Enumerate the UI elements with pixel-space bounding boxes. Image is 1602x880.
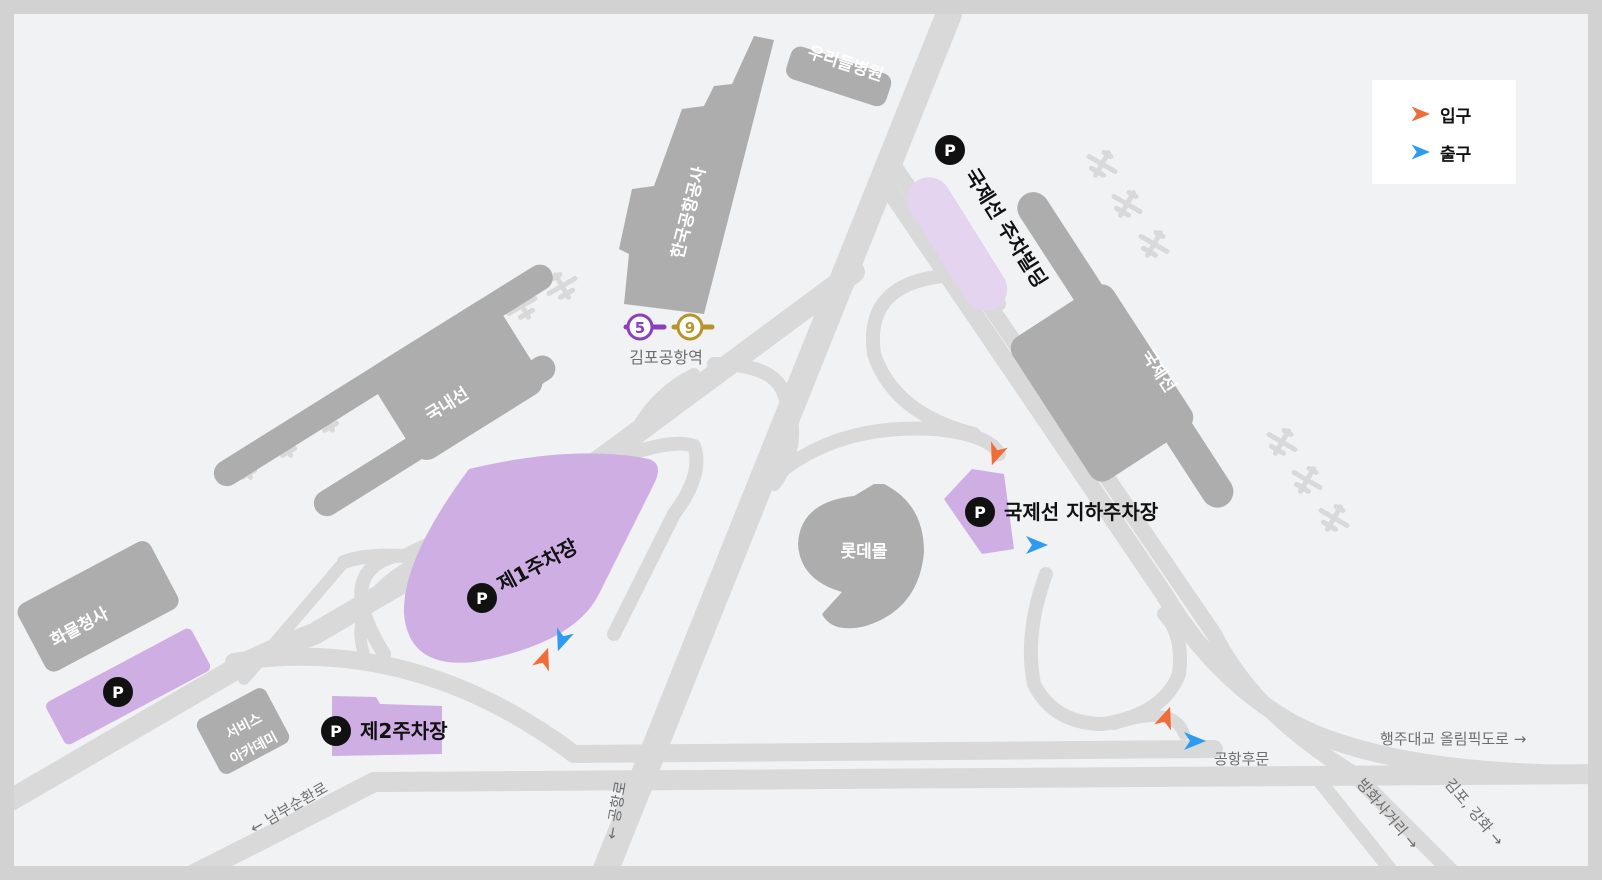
parking-lot-1[interactable] [403,453,658,663]
lotte-mall-label: 롯데몰 [841,542,888,562]
p-icon: P [965,497,995,527]
airplane-icon-group [225,145,1354,537]
parking-lot-2[interactable] [332,696,442,756]
airplane-icon [1083,145,1122,183]
exit-arrow-icon [1184,732,1206,750]
entrance-arrow-icon [532,647,550,672]
legend-exit: 출구 [1410,140,1472,165]
airport-map: 국내선 국제선 한국공항공사 우리들병원 화물청사 서비스 아카데미 롯데몰 [14,14,1588,866]
p-icon: P [935,135,965,165]
line9-badge: 9 [676,313,704,341]
station-label: 김포공항역 [629,348,703,367]
road-network [14,14,1588,866]
legend-entrance: 입구 [1410,102,1472,127]
svg-text:P: P [112,683,124,702]
kac-headquarters: 한국공항공사 [619,36,774,314]
entrance-arrow-icon [990,441,1008,466]
p-icon: P [321,716,351,746]
p-icon: P [467,583,497,613]
svg-text:5: 5 [635,319,645,337]
cargo-building: 화물청사 [17,541,179,672]
hospital: 우리들병원 [786,43,892,107]
svg-text:P: P [476,589,488,608]
parking-lot-2-label: 제2주차장 [360,719,448,743]
airplane-icon [1135,225,1174,263]
entrance-arrow-icon [1154,706,1172,731]
road-label-haengju: 행주대교 올림픽도로 → [1380,730,1526,748]
legend-exit-label: 출구 [1440,144,1472,165]
lotte-mall: 롯데몰 [798,484,924,629]
airplane-icon [1263,423,1302,461]
exit-arrow-icon [1411,144,1430,160]
parking-intl-building[interactable] [899,169,1016,320]
airplane-icon [1288,461,1327,499]
svg-text:P: P [944,141,956,160]
road-label-rear-gate: 공항후문 [1214,750,1269,768]
svg-text:P: P [330,722,342,741]
airplane-icon [1315,499,1354,537]
svg-text:P: P [974,503,986,522]
service-academy: 서비스 아카데미 [196,688,290,774]
legend-entrance-label: 입구 [1440,106,1472,127]
road-label-gimpo: 김포, 강화 → [1441,775,1508,849]
domestic-terminal: 국내선 [213,264,556,517]
exit-arrow-icon [556,627,574,652]
exit-arrow-icon [1026,536,1048,554]
entrance-arrow-icon [1411,106,1430,122]
svg-text:9: 9 [685,319,695,337]
line5-badge: 5 [626,313,654,341]
international-terminal: 국제선 [1010,192,1234,508]
airplane-icon [1108,185,1147,223]
gimpo-airport-station[interactable]: 5 9 김포공항역 [623,313,715,367]
parking-intl-underground-label: 국제선 지하주차장 [1004,500,1159,524]
p-icon: P [103,677,133,707]
legend: 입구 출구 [1372,80,1516,184]
